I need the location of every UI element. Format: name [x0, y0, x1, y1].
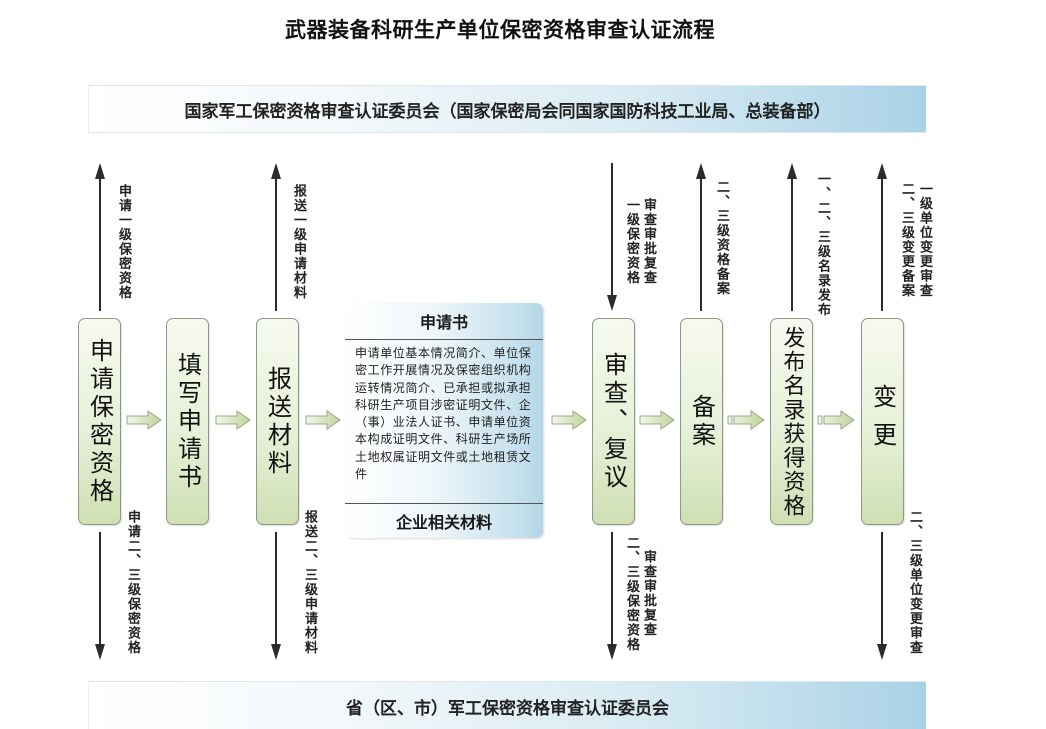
- arrow-up-icon: [877, 163, 887, 311]
- flow-arrow-icon: [305, 410, 341, 430]
- annotation-filing: 二、三级资格备案: [714, 180, 729, 296]
- step-publish-list: 发布名录获得资格: [770, 318, 813, 525]
- step-label: 发布名录获得资格: [779, 325, 805, 518]
- annotation-change-level1: 一级单位变更审查: [917, 182, 932, 298]
- step-label: 审查、复议: [599, 351, 628, 492]
- flow-arrow-icon: [639, 410, 675, 430]
- annotation-publish: 一、二、三级名录发布: [815, 172, 830, 317]
- flow-arrow-icon: [126, 410, 162, 430]
- step-fill-application: 填写申请书: [166, 318, 209, 525]
- step-label: 变更: [868, 383, 897, 460]
- annotation-change-level23: 二、三级变更备案: [899, 182, 914, 298]
- provincial-committee-label: 省（区、市）军工保密资格审查认证委员会: [346, 699, 669, 719]
- step-label: 报送材料: [263, 365, 292, 478]
- annotation-review-level1-b: 一级保密资格: [624, 198, 639, 285]
- step-label: 备案: [687, 393, 716, 450]
- annotation-submit-level1: 报送一级申请材料: [291, 184, 306, 300]
- annotation-review-level1-a: 审查审批复查: [641, 198, 656, 285]
- arrow-up-icon: [271, 163, 281, 311]
- flow-arrow-icon: [551, 410, 587, 430]
- arrow-down-icon: [877, 532, 887, 660]
- step-change: 变更: [861, 318, 904, 525]
- diagram-title: 武器装备科研生产单位保密资格审查认证流程: [285, 18, 715, 42]
- document-footer: 企业相关材料: [345, 503, 543, 538]
- document-header: 申请书: [345, 303, 543, 340]
- step-label: 填写申请书: [173, 351, 202, 492]
- arrow-down-icon: [95, 532, 105, 660]
- step-label: 申请保密资格: [85, 337, 114, 506]
- flow-arrow-icon: [817, 410, 855, 430]
- arrow-down-icon: [271, 532, 281, 660]
- step-filing: 备案: [680, 318, 723, 525]
- arrow-down-icon: [607, 163, 617, 311]
- flow-arrow-icon: [727, 410, 765, 430]
- application-document-box: 申请书 申请单位基本情况简介、单位保密工作开展情况及保密组织机构运转情况简介、已…: [345, 303, 543, 538]
- step-submit-materials: 报送材料: [256, 318, 299, 525]
- arrow-up-icon: [787, 163, 797, 311]
- annotation-review-level23-b: 二、三级保密资格: [624, 536, 639, 652]
- national-committee-banner: 国家军工保密资格审查认证委员会（国家保密局会同国家国防科技工业局、总装备部）: [88, 85, 926, 133]
- annotation-review-level23-a: 审查审批复查: [641, 550, 656, 637]
- annotation-apply-level23: 申请二、三级保密资格: [125, 510, 140, 655]
- document-body: 申请单位基本情况简介、单位保密工作开展情况及保密组织机构运转情况简介、已承担或拟…: [355, 346, 532, 482]
- national-committee-label: 国家军工保密资格审查认证委员会（国家保密局会同国家国防科技工业局、总装备部）: [184, 101, 831, 122]
- annotation-change-level23-review: 二、三级单位变更审查: [907, 510, 922, 655]
- flow-arrow-icon: [215, 410, 251, 430]
- step-review: 审查、复议: [592, 318, 635, 525]
- arrow-down-icon: [607, 532, 617, 660]
- provincial-committee-banner: 省（区、市）军工保密资格审查认证委员会: [88, 681, 926, 729]
- arrow-up-icon: [95, 163, 105, 311]
- arrow-up-icon: [696, 163, 706, 311]
- step-apply-qualification: 申请保密资格: [78, 318, 121, 525]
- annotation-submit-level23: 报送二、三级申请材料: [302, 510, 317, 655]
- annotation-apply-level1: 申请一级保密资格: [116, 184, 131, 300]
